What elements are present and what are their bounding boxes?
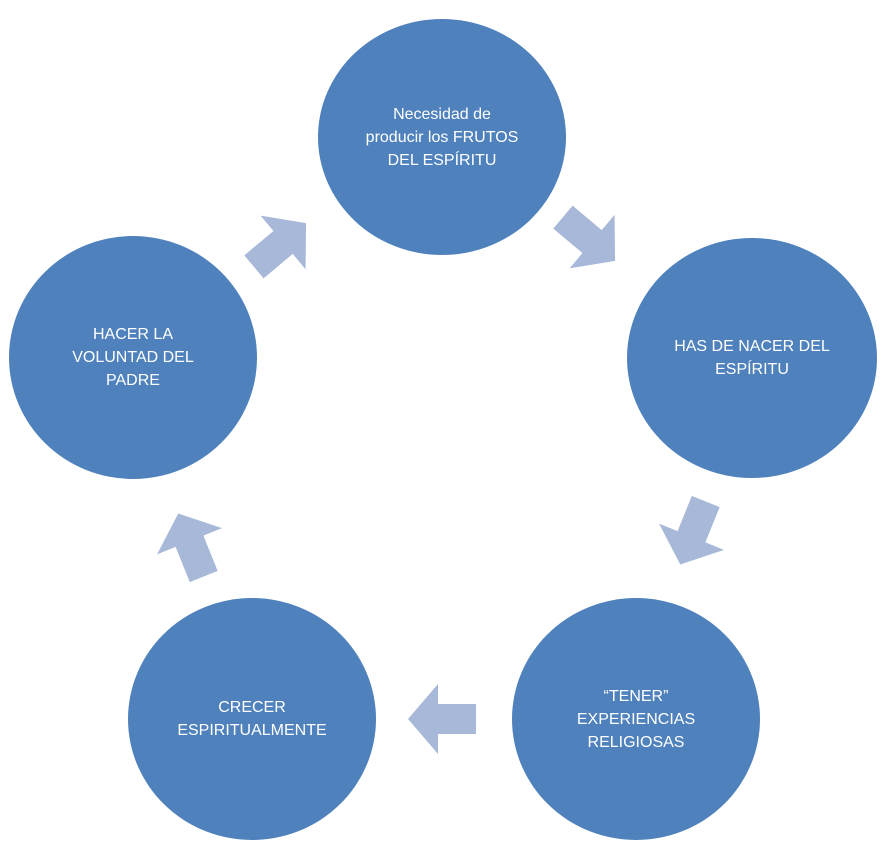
node-experiencias: “TENER” EXPERIENCIAS RELIGIOSAS bbox=[512, 598, 760, 840]
arrow-voluntad-to-frutos bbox=[244, 215, 307, 279]
node-voluntad: HACER LA VOLUNTAD DEL PADRE bbox=[9, 236, 257, 479]
node-crecer: CRECER ESPIRITUALMENTE bbox=[128, 598, 376, 840]
node-frutos-label: Necesidad de producir los FRUTOS DEL ESP… bbox=[365, 105, 519, 169]
node-experiencias-label: “TENER” EXPERIENCIAS RELIGIOSAS bbox=[576, 687, 696, 751]
node-crecer-label: CRECER ESPIRITUALMENTE bbox=[177, 699, 327, 739]
node-frutos: Necesidad de producir los FRUTOS DEL ESP… bbox=[318, 19, 566, 255]
node-nacer: HAS DE NACER DEL ESPÍRITU bbox=[627, 238, 877, 478]
node-nacer-label: HAS DE NACER DEL ESPÍRITU bbox=[674, 338, 830, 378]
arrow-nacer-to-experiencias bbox=[659, 495, 724, 565]
arrow-experiencias-to-crecer bbox=[408, 684, 476, 754]
node-voluntad-label: HACER LA VOLUNTAD DEL PADRE bbox=[72, 326, 194, 389]
arrow-frutos-to-nacer bbox=[553, 205, 616, 269]
arrow-crecer-to-voluntad bbox=[157, 513, 222, 583]
